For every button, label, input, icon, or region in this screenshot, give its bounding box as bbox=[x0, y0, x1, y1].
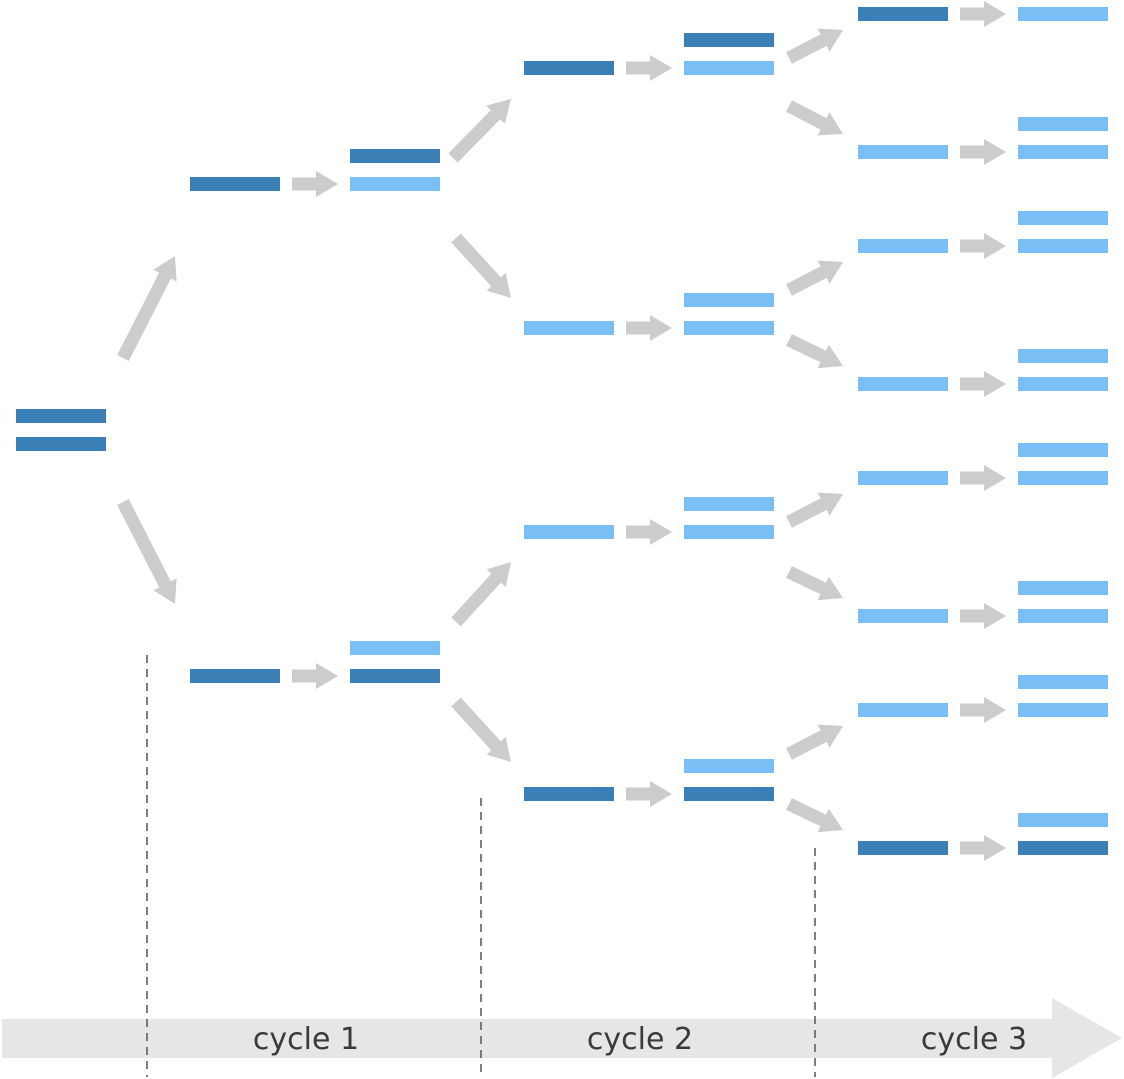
cycle2-branch1-synthesis-arrow bbox=[626, 55, 672, 81]
cycle2-branch2-split-arrow bbox=[451, 233, 511, 298]
cycle3-branch7-split-arrow bbox=[786, 724, 843, 760]
cycle2-branch3-synthesis-arrow bbox=[626, 519, 672, 545]
cycle3-branch3-synthesis-arrow bbox=[960, 233, 1006, 259]
cycle3-branch4-split-arrow bbox=[786, 334, 843, 369]
cycle2-branch3-paired-strand-bottom bbox=[684, 525, 774, 539]
cycle2-branch3-split-arrow bbox=[451, 562, 511, 627]
cycle2-branch4-paired-strand-top bbox=[684, 759, 774, 773]
cycle3-branch7-single-strand bbox=[858, 703, 948, 717]
cycle1-branch1-synthesis-arrow bbox=[292, 171, 338, 197]
cycle3-branch1-synthesis-arrow bbox=[960, 1, 1006, 27]
cycle2-branch2-synthesis-arrow bbox=[626, 315, 672, 341]
cycle2-branch2-paired-strand-bottom bbox=[684, 321, 774, 335]
dna-strands bbox=[16, 7, 1108, 855]
cycle3-branch2-paired-strand-bottom bbox=[1018, 145, 1108, 159]
cycle3-branch6-paired-strand-top bbox=[1018, 581, 1108, 595]
cycle2-branch3-single-strand bbox=[524, 525, 614, 539]
cycle3-branch6-synthesis-arrow bbox=[960, 603, 1006, 629]
cycle3-branch5-synthesis-arrow bbox=[960, 465, 1006, 491]
cycle3-branch8-paired-strand-bottom bbox=[1018, 841, 1108, 855]
cycle2-branch1-paired-strand-bottom bbox=[684, 61, 774, 75]
cycle3-branch7-paired-strand-bottom bbox=[1018, 703, 1108, 717]
replication-arrows bbox=[117, 1, 1006, 861]
cycle3-branch6-paired-strand-bottom bbox=[1018, 609, 1108, 623]
cycle2-branch1-split-arrow bbox=[448, 99, 511, 163]
cycle2-branch2-single-strand bbox=[524, 321, 614, 335]
cycle3-branch4-paired-strand-top bbox=[1018, 349, 1108, 363]
cycle-dividers bbox=[146, 655, 816, 1077]
cycle2-branch4-synthesis-arrow bbox=[626, 781, 672, 807]
cycle3-branch4-paired-strand-bottom bbox=[1018, 377, 1108, 391]
cycle3-branch6-split-arrow bbox=[786, 566, 843, 601]
cycle2-branch4-paired-strand-bottom bbox=[684, 787, 774, 801]
cycle2-branch4-split-arrow bbox=[451, 697, 511, 762]
cycle3-branch8-paired-strand-top bbox=[1018, 813, 1108, 827]
cycle1-branch2-paired-strand-top bbox=[350, 641, 440, 655]
initial-strand-top bbox=[16, 409, 106, 423]
cycle3-branch3-paired-strand-bottom bbox=[1018, 239, 1108, 253]
cycle3-branch2-paired-strand-top bbox=[1018, 117, 1108, 131]
cycle3-branch5-paired-strand-bottom bbox=[1018, 471, 1108, 485]
cycle2-branch2-paired-strand-top bbox=[684, 293, 774, 307]
cycle3-branch2-single-strand bbox=[858, 145, 948, 159]
cycle-1-label: cycle 1 bbox=[253, 1022, 359, 1057]
cycle3-branch8-split-arrow bbox=[786, 798, 843, 833]
cycle3-branch7-paired-strand-top bbox=[1018, 675, 1108, 689]
cycle1-branch1-paired-strand-top bbox=[350, 149, 440, 163]
cycle3-branch3-paired-strand-top bbox=[1018, 211, 1108, 225]
cycle3-branch3-single-strand bbox=[858, 239, 948, 253]
cycle1-branch2-synthesis-arrow bbox=[292, 663, 338, 689]
cycle1-branch2-single-strand bbox=[190, 669, 280, 683]
cycle3-branch5-split-arrow bbox=[786, 492, 843, 528]
cycle3-branch5-paired-strand-top bbox=[1018, 443, 1108, 457]
timeline-arrow bbox=[2, 998, 1122, 1078]
cycle3-branch7-synthesis-arrow bbox=[960, 697, 1006, 723]
cycle3-branch4-synthesis-arrow bbox=[960, 371, 1006, 397]
cycle3-branch2-split-arrow bbox=[786, 100, 843, 136]
cycle2-branch4-single-strand bbox=[524, 787, 614, 801]
cycle1-branch2-split-arrow bbox=[117, 499, 177, 604]
cycle3-branch1-paired-strand-bottom bbox=[1018, 7, 1108, 21]
cycle3-branch1-split-arrow bbox=[786, 28, 843, 64]
cycle2-branch1-single-strand bbox=[524, 61, 614, 75]
cycle3-branch5-single-strand bbox=[858, 471, 948, 485]
cycle1-branch1-split-arrow bbox=[117, 256, 177, 361]
cycle2-branch3-paired-strand-top bbox=[684, 497, 774, 511]
cycle-2-label: cycle 2 bbox=[587, 1022, 693, 1057]
cycle2-branch1-paired-strand-top bbox=[684, 33, 774, 47]
cycle3-branch2-synthesis-arrow bbox=[960, 139, 1006, 165]
cycle3-branch8-synthesis-arrow bbox=[960, 835, 1006, 861]
initial-strand-bottom bbox=[16, 437, 106, 451]
cycle1-branch2-paired-strand-bottom bbox=[350, 669, 440, 683]
cycle3-branch8-single-strand bbox=[858, 841, 948, 855]
timeline: cycle 1 cycle 2 cycle 3 bbox=[2, 998, 1122, 1078]
cycle3-branch4-single-strand bbox=[858, 377, 948, 391]
cycle3-branch3-split-arrow bbox=[786, 260, 843, 296]
cycle3-branch1-single-strand bbox=[858, 7, 948, 21]
cycle1-branch1-single-strand bbox=[190, 177, 280, 191]
cycle-3-label: cycle 3 bbox=[921, 1022, 1027, 1057]
cycle1-branch1-paired-strand-bottom bbox=[350, 177, 440, 191]
cycle3-branch6-single-strand bbox=[858, 609, 948, 623]
